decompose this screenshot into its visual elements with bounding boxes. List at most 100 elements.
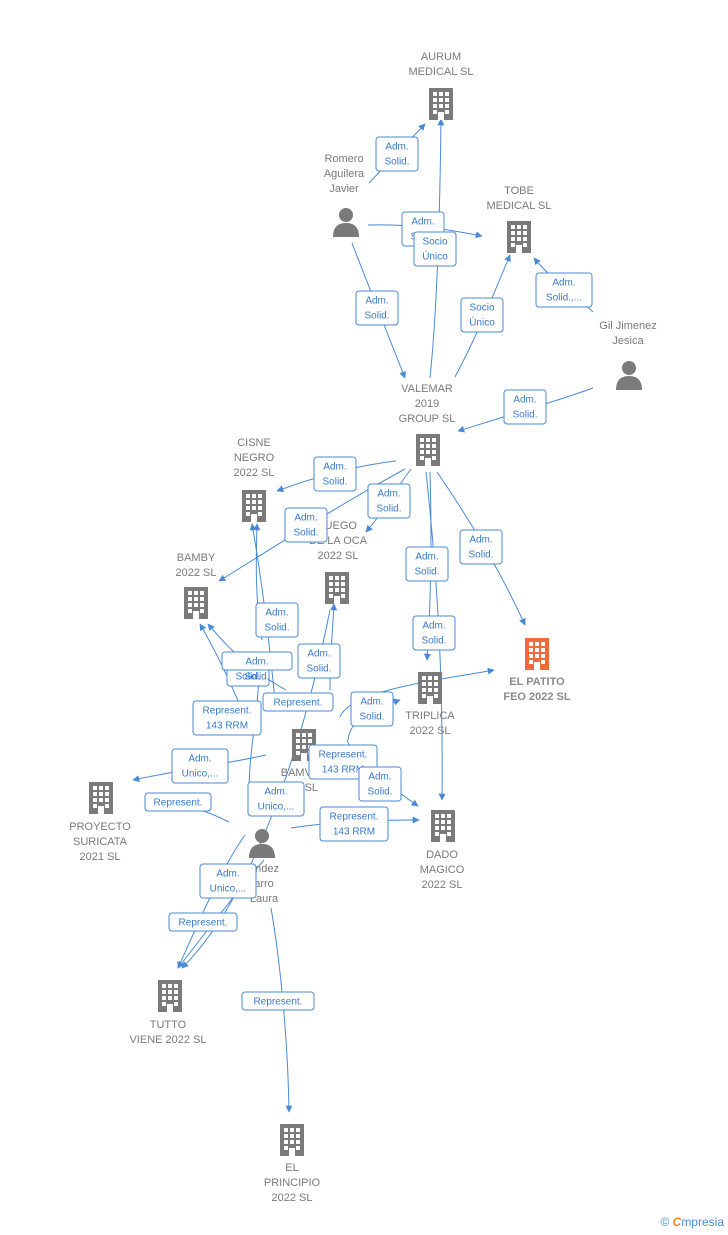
relation-text: Solid.,...	[546, 293, 582, 304]
relation-text: Unico,...	[210, 884, 247, 895]
relation-text: Represent.	[254, 997, 303, 1008]
relation-label[interactable]: Adm.Solid.	[367, 483, 411, 519]
relation-text: Solid.	[359, 712, 384, 723]
person-icon	[249, 829, 275, 858]
building-icon	[325, 572, 349, 604]
relation-text: Único	[469, 316, 495, 329]
relation-text: Represent.	[203, 706, 252, 717]
relation-label[interactable]: Adm.Solid.	[358, 766, 402, 802]
relation-label[interactable]: Represent.	[262, 692, 334, 712]
node-label: 2021 SL	[80, 851, 121, 863]
relation-label[interactable]: Adm.Unico,...	[171, 748, 229, 784]
relation-text: Adm.	[188, 754, 211, 765]
relation-label[interactable]: Adm. Solid.	[459, 529, 503, 565]
relation-box	[171, 748, 229, 784]
relation-text: Solid.	[468, 550, 493, 561]
relation-label[interactable]: Represent.143 RRM	[192, 700, 262, 736]
relation-label[interactable]: Adm.Solid.	[297, 643, 341, 679]
person-icon	[333, 208, 359, 237]
relation-text: Represent.	[154, 798, 203, 809]
relation-label[interactable]: Represent.143 RRM	[319, 806, 389, 842]
relation-label[interactable]: Adm.Solid.	[284, 507, 328, 543]
relation-box	[221, 651, 293, 671]
relation-text: Socio	[469, 303, 494, 314]
brand-name: mpresia	[681, 1215, 724, 1229]
relation-text: Adm.	[307, 649, 330, 660]
node-label: GROUP SL	[399, 413, 456, 425]
relation-label[interactable]: Adm.Solid.	[313, 456, 357, 492]
node-label: MEDICAL SL	[486, 200, 551, 212]
relation-label[interactable]: Adm.Solid.	[255, 602, 299, 638]
node-label: TRIPLICA	[405, 710, 455, 722]
relation-label[interactable]: Represent.	[168, 912, 238, 932]
relation-text: Solid.	[244, 672, 269, 683]
relation-text: Adm.	[385, 142, 408, 153]
relation-text: Adm.	[469, 535, 492, 546]
relation-text: Adm.	[552, 278, 575, 289]
node-label: 2022 SL	[272, 1192, 313, 1204]
relation-label[interactable]: Adm.Solid.	[375, 136, 419, 172]
node-label: EL PATITO	[509, 676, 565, 688]
relation-box	[355, 290, 399, 326]
relation-text: Adm.	[377, 489, 400, 500]
relation-text: Solid.	[235, 672, 260, 683]
node-label: PRINCIPIO	[264, 1177, 321, 1189]
relation-text: Represent.	[330, 812, 379, 823]
relation-label[interactable]: Represent.	[144, 792, 212, 812]
relation-label[interactable]: Adm.Solid.	[412, 615, 456, 651]
relation-label[interactable]: Adm. Solid.,...	[535, 272, 593, 308]
node-bld_extra[interactable]	[325, 572, 349, 604]
relation-box	[412, 615, 456, 651]
relation-label[interactable]: Adm.Solid.	[503, 389, 547, 425]
relation-label[interactable]: Adm. Unico,...	[199, 863, 257, 899]
building-icon	[242, 490, 266, 522]
node-label: MAGICO	[420, 864, 465, 876]
relation-text: Solid.	[414, 567, 439, 578]
node-label: 2022 SL	[234, 467, 275, 479]
node-label: 2022 SL	[410, 725, 451, 737]
relation-box	[535, 272, 593, 308]
node-label: NEGRO	[234, 452, 275, 464]
building-icon	[525, 638, 549, 670]
node-label: JUEGO	[319, 520, 357, 532]
relation-label[interactable]: Represent.	[241, 991, 315, 1011]
relation-label[interactable]: Adm.Solid.	[221, 651, 293, 683]
relation-box	[503, 389, 547, 425]
building-icon	[507, 221, 531, 253]
relation-box	[460, 297, 504, 333]
node-triplica[interactable]: TRIPLICA 2022 SL	[405, 672, 455, 737]
relation-label[interactable]: Adm.Unico,...	[247, 781, 305, 817]
relation-text: Adm.	[360, 697, 383, 708]
relation-text: Adm.	[513, 395, 536, 406]
relation-label[interactable]: Adm.Solid.	[405, 546, 449, 582]
relation-label[interactable]: Adm.Solid.	[355, 290, 399, 326]
relation-edge	[177, 834, 246, 969]
relation-box	[319, 806, 389, 842]
relation-text: Unico,...	[258, 802, 295, 813]
node-label: 2022 SL	[176, 567, 217, 579]
relation-box	[459, 529, 503, 565]
relation-box	[192, 700, 262, 736]
relation-text: Adm.	[216, 869, 239, 880]
relation-label[interactable]: Adm. Solid.	[350, 691, 394, 727]
relation-text: Represent.	[319, 750, 368, 761]
node-label: PROYECTO	[69, 821, 131, 833]
relation-text: Solid.	[293, 528, 318, 539]
